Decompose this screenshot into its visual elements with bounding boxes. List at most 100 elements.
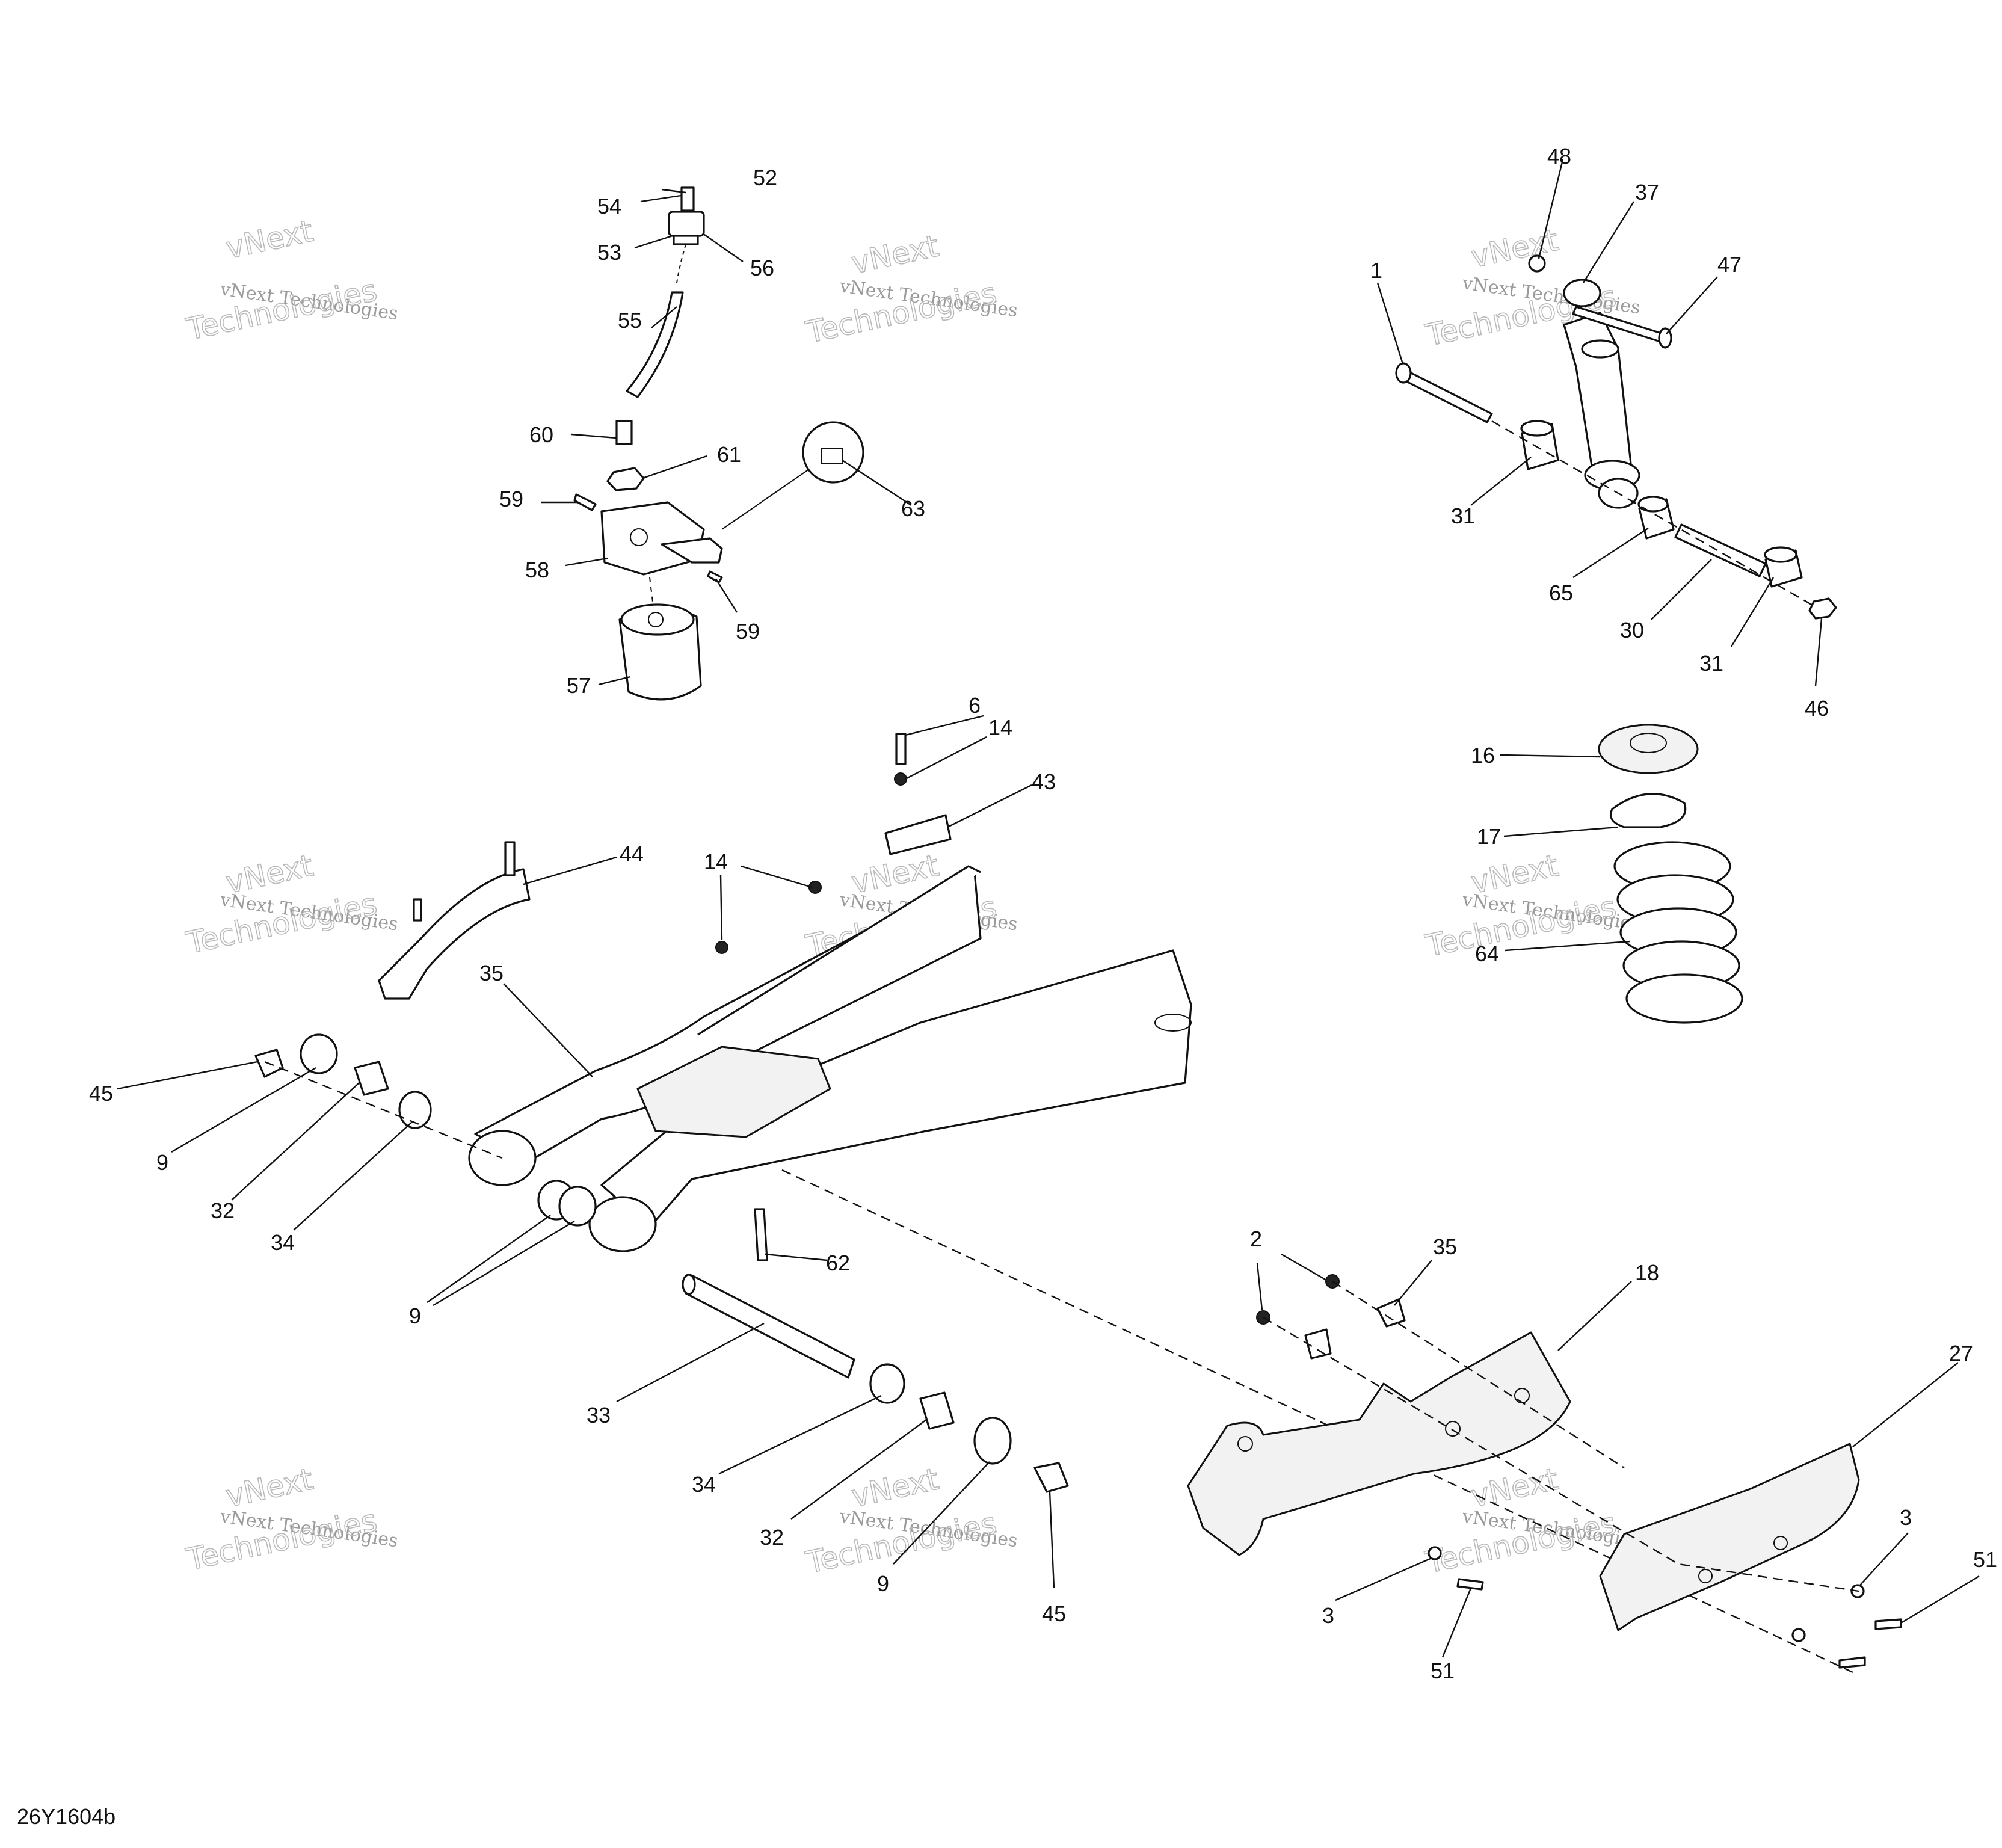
callout-59-b: 59: [736, 619, 760, 644]
callout-52: 52: [753, 165, 777, 190]
callout-labels: 1 2 3 3 3 6 9 9 9 9 14 14 16 17 18 27 30…: [89, 144, 1997, 1683]
bracket-35c: [1304, 1328, 1332, 1360]
collar-32a: [354, 1061, 389, 1096]
preload-adjuster-group: [573, 186, 864, 701]
callout-64: 64: [1475, 941, 1499, 966]
lower-chain-guard: [1187, 1331, 1571, 1556]
screw-59b: [707, 570, 723, 584]
swingarm-group: [254, 733, 1853, 1674]
watermark-bottom-left: vNext vNext Technologies Technologies: [183, 1461, 399, 1578]
bracket-43: [884, 814, 952, 855]
leader-lines: [117, 159, 1980, 1658]
callout-32-a: 32: [211, 1198, 235, 1223]
hose-clip: [615, 420, 633, 445]
watermark-top-left: vNext vNext Technologies Technologies: [183, 213, 399, 348]
hydraulic-hose: [626, 291, 684, 398]
bolt-62: [754, 1208, 768, 1261]
callout-34-a: 34: [271, 1230, 295, 1255]
watermark-mid-left: vNext vNext Technologies Technologies: [183, 848, 399, 961]
bearing-9c: [300, 1033, 338, 1074]
callout-6: 6: [969, 693, 981, 718]
callout-61: 61: [717, 442, 741, 467]
chain-guard-group: [1187, 1274, 1902, 1669]
callout-31-b: 31: [1699, 651, 1723, 676]
svg-text:vNext: vNext: [1468, 1462, 1561, 1514]
callout-14-a: 14: [988, 715, 1012, 740]
fitting-body: [668, 211, 705, 237]
screw-59a: [573, 493, 597, 511]
svg-text:vNext: vNext: [223, 214, 316, 266]
bracket-tab: [661, 537, 723, 564]
callout-60: 60: [529, 422, 553, 447]
callout-30: 30: [1620, 618, 1644, 642]
callout-2: 2: [1250, 1227, 1262, 1251]
callout-9-b: 9: [409, 1304, 421, 1328]
fitting-nut: [673, 235, 699, 245]
svg-text:vNext: vNext: [848, 1462, 941, 1514]
svg-text:vNext: vNext: [848, 229, 941, 281]
detail-view-circle: [802, 421, 864, 484]
callout-9-c: 9: [877, 1571, 889, 1596]
callout-48: 48: [1547, 144, 1571, 168]
bracket-35b: [1376, 1298, 1406, 1328]
washer-3c: [1791, 1628, 1806, 1642]
callout-3-b: 3: [1900, 1505, 1912, 1530]
callout-43: 43: [1032, 769, 1056, 794]
callout-14-b: 14: [704, 849, 728, 874]
callout-1: 1: [1370, 258, 1382, 283]
callout-17: 17: [1477, 824, 1501, 849]
coil-spring: [1613, 841, 1743, 1024]
screw-51b: [1874, 1618, 1902, 1630]
callout-35-b: 35: [1433, 1234, 1457, 1259]
fitting-stem: [680, 186, 695, 212]
callout-37: 37: [1635, 180, 1659, 205]
nut-14a: [894, 772, 907, 786]
callout-18: 18: [1635, 1260, 1659, 1285]
bearing-9b: [558, 1186, 597, 1227]
lock-nut-46: [1808, 597, 1837, 620]
nut-45b: [1033, 1462, 1069, 1493]
callout-51-b: 51: [1973, 1547, 1997, 1572]
screw-51c: [1838, 1656, 1866, 1669]
callout-51-a: 51: [1431, 1659, 1455, 1683]
hex-nut: [606, 467, 645, 491]
callout-45-a: 45: [89, 1081, 113, 1106]
callout-46: 46: [1805, 696, 1829, 721]
collar-32b: [919, 1391, 955, 1430]
bearing-9d: [973, 1417, 1012, 1465]
chain-guide: [378, 868, 531, 1000]
callout-9-a: 9: [156, 1150, 168, 1175]
callout-47: 47: [1717, 252, 1742, 277]
shock-absorber-group: [1395, 254, 1837, 1024]
callout-16: 16: [1471, 743, 1495, 768]
callout-63: 63: [901, 496, 925, 521]
guide-screw-a: [504, 841, 516, 876]
svg-text:vNext: vNext: [223, 1462, 316, 1514]
shock-body: [1563, 312, 1633, 482]
pivot-shaft: [685, 1274, 855, 1379]
screw-6: [895, 733, 907, 765]
callout-59-a: 59: [499, 487, 523, 511]
document-id: 26Y1604b: [17, 1804, 116, 1829]
seal-34b: [869, 1363, 905, 1404]
callout-34-b: 34: [692, 1472, 716, 1497]
callout-57: 57: [567, 673, 591, 698]
callout-62: 62: [826, 1251, 850, 1275]
callout-56: 56: [750, 256, 774, 280]
callout-27: 27: [1949, 1341, 1973, 1366]
mounting-bracket: [600, 501, 705, 576]
svg-text:vNext: vNext: [1468, 223, 1561, 275]
pivot-pin: [1674, 523, 1767, 578]
nut-14c: [715, 941, 728, 954]
washer-48: [1528, 254, 1546, 273]
guide-screw-b: [413, 898, 422, 922]
shock-top-eye: [1563, 279, 1601, 307]
callout-45-b: 45: [1042, 1601, 1066, 1626]
callout-54: 54: [597, 194, 621, 218]
callout-31-a: 31: [1451, 504, 1475, 528]
callout-3-a: 3: [1322, 1603, 1334, 1628]
svg-text:Technologies: Technologies: [183, 273, 380, 347]
callout-33: 33: [587, 1403, 611, 1428]
swingarm-cross-member: [636, 1046, 831, 1138]
